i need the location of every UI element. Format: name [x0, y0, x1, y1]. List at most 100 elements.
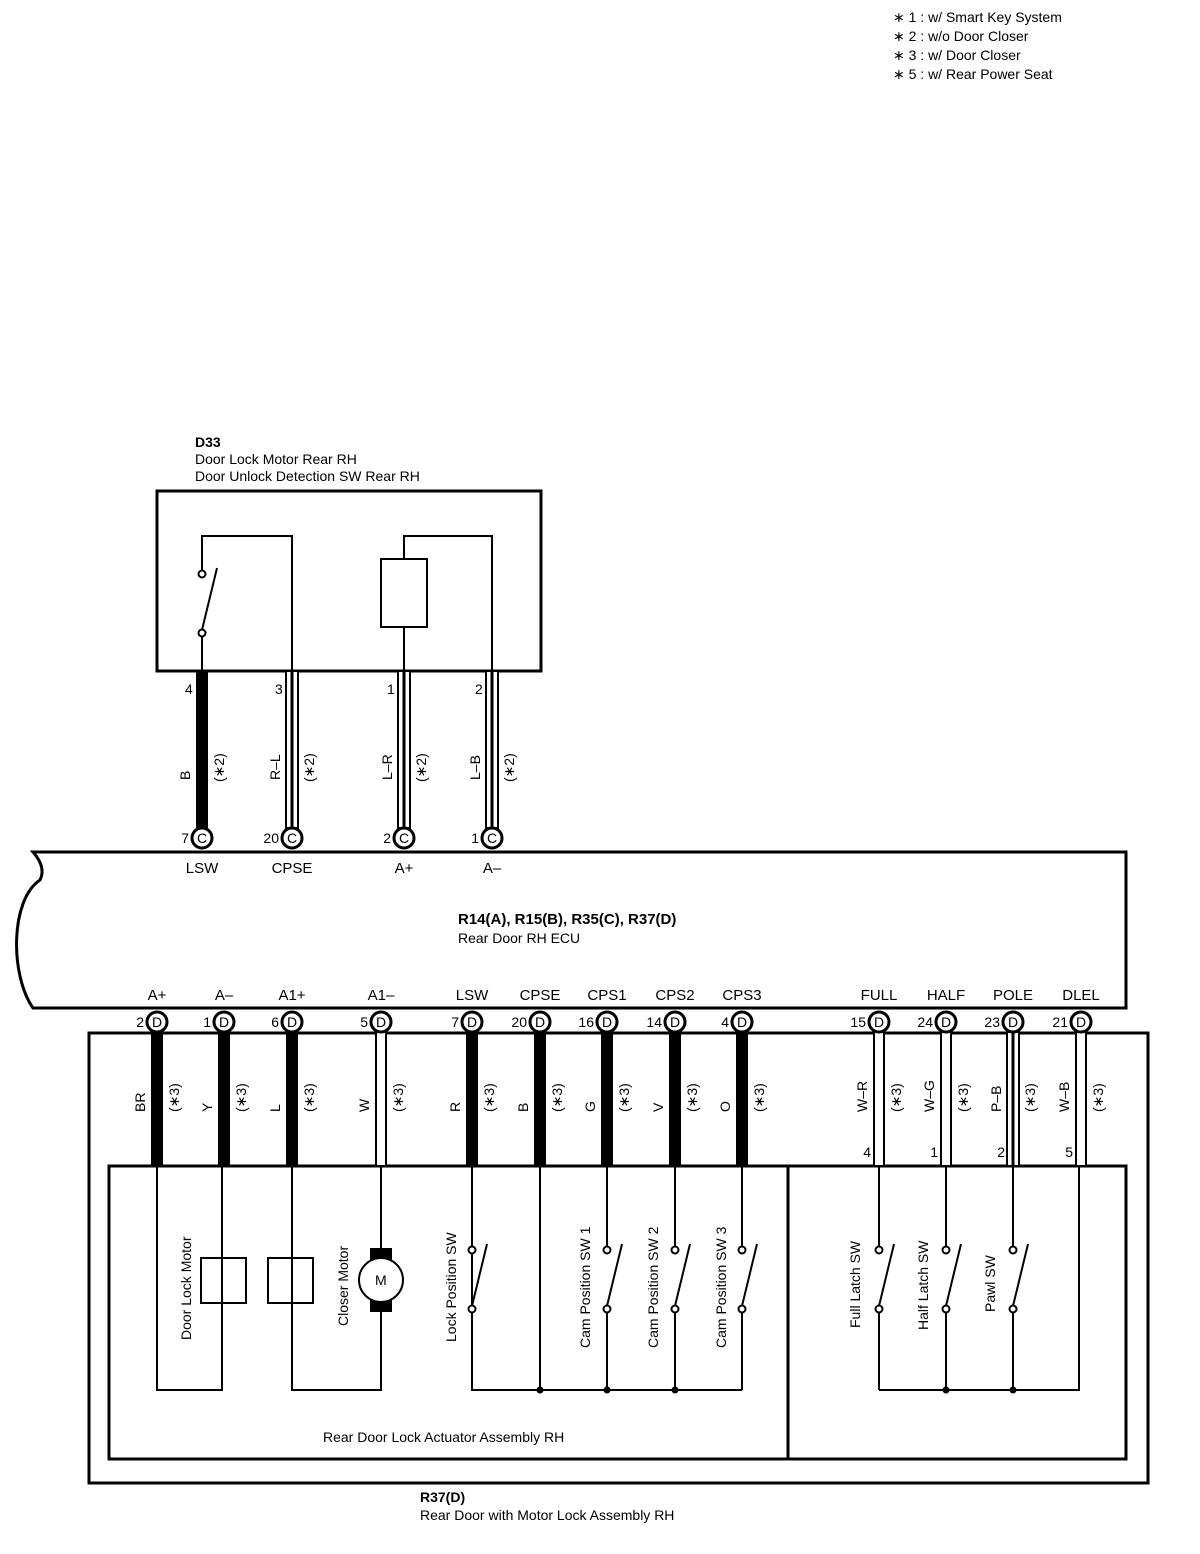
closer-motor-label: Closer Motor	[335, 1246, 351, 1326]
wire-color: R	[447, 1102, 463, 1112]
pin-num: 6	[271, 1014, 279, 1030]
wire-note: (∗3)	[549, 1083, 565, 1112]
wire-color: L–B	[467, 755, 483, 780]
wire-note: (∗3)	[1090, 1083, 1106, 1112]
cam-switch-3-icon	[737, 1166, 758, 1390]
connector-letter: C	[487, 830, 497, 846]
wire-note: (∗3)	[481, 1083, 497, 1112]
terminal-label: FULL	[861, 987, 898, 1004]
door-lock-motor-icon	[200, 1257, 247, 1304]
pin-num: 7	[451, 1014, 459, 1030]
terminal-label: DLEL	[1062, 987, 1100, 1004]
pin-num: 21	[1052, 1014, 1068, 1030]
r37-name: Rear Door with Motor Lock Assembly RH	[420, 1507, 674, 1523]
pin-top: 2	[475, 681, 483, 697]
closer-motor: M Closer Motor	[267, 1166, 404, 1391]
connector-letter: D	[941, 1014, 951, 1030]
lock-position-sw-label: Lock Position SW	[443, 1232, 459, 1342]
terminal-label: LSW	[186, 860, 219, 877]
cam-sw3-label: Cam Position SW 3	[713, 1226, 729, 1348]
pin-num: 2	[383, 830, 391, 846]
pawl-switch-icon	[1008, 1166, 1029, 1390]
d33-component: D33 Door Lock Motor Rear RH Door Unlock …	[155, 434, 543, 673]
lock-position-switch-icon	[467, 1166, 488, 1390]
closer-motor-icon: M	[358, 1248, 404, 1312]
full-latch-sw-label: Full Latch SW	[847, 1240, 863, 1328]
connector-letter: D	[287, 1014, 297, 1030]
wire-note: (∗2)	[413, 753, 429, 782]
wire-note: (∗3)	[1022, 1083, 1038, 1112]
connector-letter: C	[287, 830, 297, 846]
terminal-label: A1+	[278, 987, 305, 1004]
half-latch-sw-label: Half Latch SW	[915, 1240, 931, 1330]
wire-color: R–L	[267, 754, 283, 780]
wire-color: B	[177, 771, 193, 780]
wire-note: (∗3)	[233, 1083, 249, 1112]
pin-bottom: 5	[1065, 1144, 1073, 1160]
upper-wires: 4B(∗2)C7LSW3R–L(∗2)C20CPSE1L–R(∗2)C2A+2L…	[177, 670, 517, 877]
wire-note: (∗3)	[390, 1083, 406, 1112]
pawl-sw-label: Pawl SW	[982, 1254, 998, 1312]
lower-wire-2: A–D1Y(∗3)	[199, 987, 249, 1166]
pin-num: 20	[263, 830, 279, 846]
note-1: ∗ 1 : w/ Smart Key System	[893, 9, 1062, 25]
ecu-codes: R14(A), R15(B), R35(C), R37(D)	[458, 911, 676, 928]
wire-note: (∗2)	[501, 753, 517, 782]
notes-legend: ∗ 1 : w/ Smart Key System ∗ 2 : w/o Door…	[893, 9, 1062, 82]
connector-letter: D	[535, 1014, 545, 1030]
terminal-label: CPSE	[520, 987, 561, 1004]
wire-note: (∗3)	[751, 1083, 767, 1112]
latch-switches	[874, 1166, 1080, 1394]
pin-num: 16	[578, 1014, 594, 1030]
r37-outer-box	[87, 1031, 1150, 1485]
wire-color: W	[356, 1098, 372, 1112]
wire-color: B	[515, 1103, 531, 1112]
pin-bottom: 2	[997, 1144, 1005, 1160]
lower-wire-3: A1+D6L(∗3)	[267, 987, 317, 1166]
pin-num: 1	[471, 830, 479, 846]
door-lock-motor-label: Door Lock Motor	[178, 1236, 194, 1340]
pin-num: 15	[850, 1014, 866, 1030]
wire-color: L	[267, 1104, 283, 1112]
connector-letter: C	[197, 830, 207, 846]
connector-letter: D	[670, 1014, 680, 1030]
note-2: ∗ 2 : w/o Door Closer	[893, 28, 1029, 44]
wire-color: W–B	[1056, 1082, 1072, 1112]
pin-top: 3	[275, 681, 283, 697]
connector-letter: D	[737, 1014, 747, 1030]
motor-symbol: M	[375, 1272, 387, 1288]
door-lock-motor: Door Lock Motor	[156, 1166, 247, 1391]
terminal-label: A–	[483, 860, 502, 877]
d33-name-1: Door Lock Motor Rear RH	[195, 451, 357, 467]
wire-color: Y	[199, 1102, 215, 1112]
pin-num: 23	[984, 1014, 1000, 1030]
pin-bottom: 4	[863, 1144, 871, 1160]
ecu-box	[15, 850, 1128, 1010]
pin-num: 2	[136, 1014, 144, 1030]
terminal-label: CPS3	[722, 987, 761, 1004]
upper-wire-4: 2L–B (∗2) C1A–	[467, 670, 517, 877]
connector-letter: D	[874, 1014, 884, 1030]
latch-box	[786, 1164, 1128, 1461]
pin-num: 5	[360, 1014, 368, 1030]
cam-sw2-label: Cam Position SW 2	[645, 1226, 661, 1348]
wire-color: W–R	[854, 1081, 870, 1112]
pin-num: 24	[917, 1014, 933, 1030]
pin-top: 4	[185, 681, 193, 697]
note-3: ∗ 3 : w/ Door Closer	[893, 47, 1021, 63]
wire-color: L–R	[379, 754, 395, 780]
pin-num: 14	[646, 1014, 662, 1030]
wire-note: (∗3)	[166, 1083, 182, 1112]
connector-letter: D	[376, 1014, 386, 1030]
wire-color: BR	[132, 1093, 148, 1112]
d33-box	[155, 489, 543, 673]
pin-num: 7	[181, 830, 189, 846]
upper-wire-3: 1L–R(∗2)C2A+	[379, 670, 429, 877]
lower-wire-4: A1–D5W(∗3)	[356, 987, 406, 1167]
